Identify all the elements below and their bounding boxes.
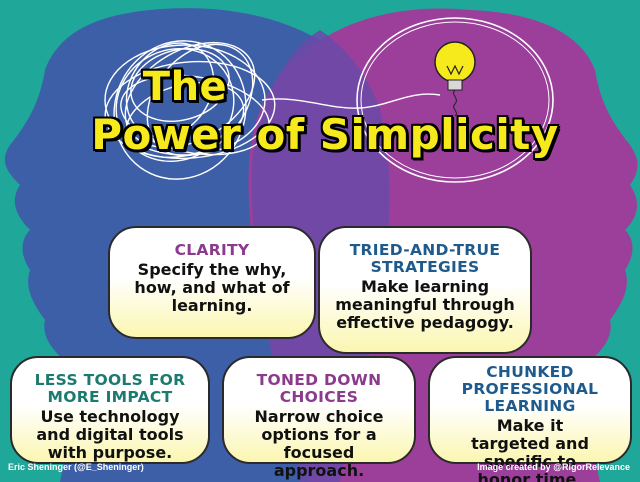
card-heading: TONED DOWN CHOICES [256,371,382,406]
tangled-scribble-icon [104,40,441,180]
credit-left: Eric Sheninger (@E_Sheninger) [8,462,144,472]
card-tried-and-true: TRIED-AND-TRUE STRATEGIES Make learning … [318,226,532,354]
card-heading: CLARITY [174,241,250,259]
card-clarity: CLARITY Specify the why, how, and what o… [108,226,316,339]
card-less-tools: LESS TOOLS FOR MORE IMPACT Use technolog… [10,356,210,464]
card-body: Make it targeted and specific to honor t… [471,416,589,482]
title-line-1: The [142,64,228,110]
credit-right: Image created by @RigorRelevance [477,462,630,472]
card-body: Specify the why, how, and what of learni… [134,260,290,315]
card-toned-down: TONED DOWN CHOICES Narrow choice options… [222,356,416,480]
card-heading: TRIED-AND-TRUE STRATEGIES [349,241,501,276]
card-body: Make learning meaningful through effecti… [335,277,515,332]
card-heading: LESS TOOLS FOR MORE IMPACT [34,371,186,406]
card-chunked: CHUNKED PROFESSIONAL LEARNING Make it ta… [428,356,632,482]
light-bulb-icon [356,17,554,183]
card-body: Use technology and digital tools with pu… [36,407,184,462]
card-body: Narrow choice options for a focused appr… [254,407,384,480]
title-line-2: Power of Simplicity [91,110,559,159]
card-heading: CHUNKED PROFESSIONAL LEARNING [461,363,599,415]
